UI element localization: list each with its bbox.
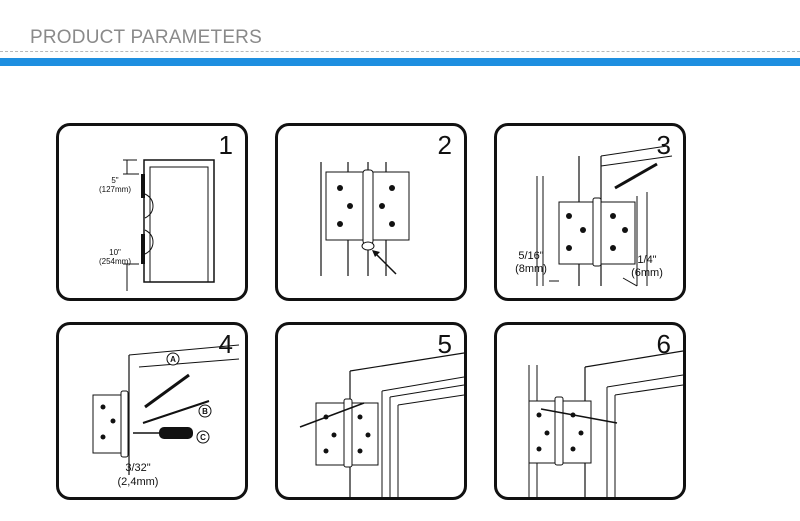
dimension-label-top-mm: (127mm): [98, 185, 131, 194]
dimension-label-bottom: 10": [109, 248, 121, 257]
step-panel-4: 4 A B C 3/32" (2,4mm): [56, 322, 248, 500]
hinge-pin-diagram: [320, 162, 410, 276]
hinge-screwing-diagram: [299, 352, 464, 497]
callout-c: C: [200, 433, 206, 442]
step-number: 3: [656, 130, 671, 160]
step-number: 2: [437, 130, 452, 160]
page-title: PRODUCT PARAMETERS: [30, 27, 262, 48]
dimension-label-mm: (2,4mm): [117, 476, 159, 488]
step-panel-1: 1 5" (127mm) 10" (254mm): [56, 123, 248, 301]
callout-b: B: [202, 407, 208, 416]
dimension-label-right: 1/4": [637, 254, 657, 266]
step-number: 4: [218, 329, 233, 359]
dimension-label-bottom-mm: (254mm): [98, 257, 131, 266]
dimension-label-top: 5": [111, 176, 119, 185]
step-number: 6: [656, 329, 671, 359]
header-divider: [0, 51, 800, 52]
door-frame-diagram: [123, 159, 215, 291]
dimension-label: 3/32": [125, 462, 151, 474]
step-panel-5: 5: [275, 322, 467, 500]
hinge-mortise-diagram: [536, 145, 673, 287]
step-panel-3: 3 5/16" (8mm) 1/4" (6mm): [494, 123, 686, 301]
step-number: 1: [218, 130, 233, 160]
dimension-label-left: 5/16": [518, 250, 544, 262]
step-number: 5: [437, 329, 452, 359]
header-accent-bar: [0, 58, 800, 66]
dimension-label-right-mm: (6mm): [631, 267, 663, 279]
dimension-label-left-mm: (8mm): [515, 263, 547, 275]
callout-a: A: [170, 355, 176, 364]
hinge-drilling-diagram: [92, 344, 240, 475]
hinge-installed-diagram: [528, 350, 683, 497]
step-panel-2: 2: [275, 123, 467, 301]
step-panel-6: 6: [494, 322, 686, 500]
